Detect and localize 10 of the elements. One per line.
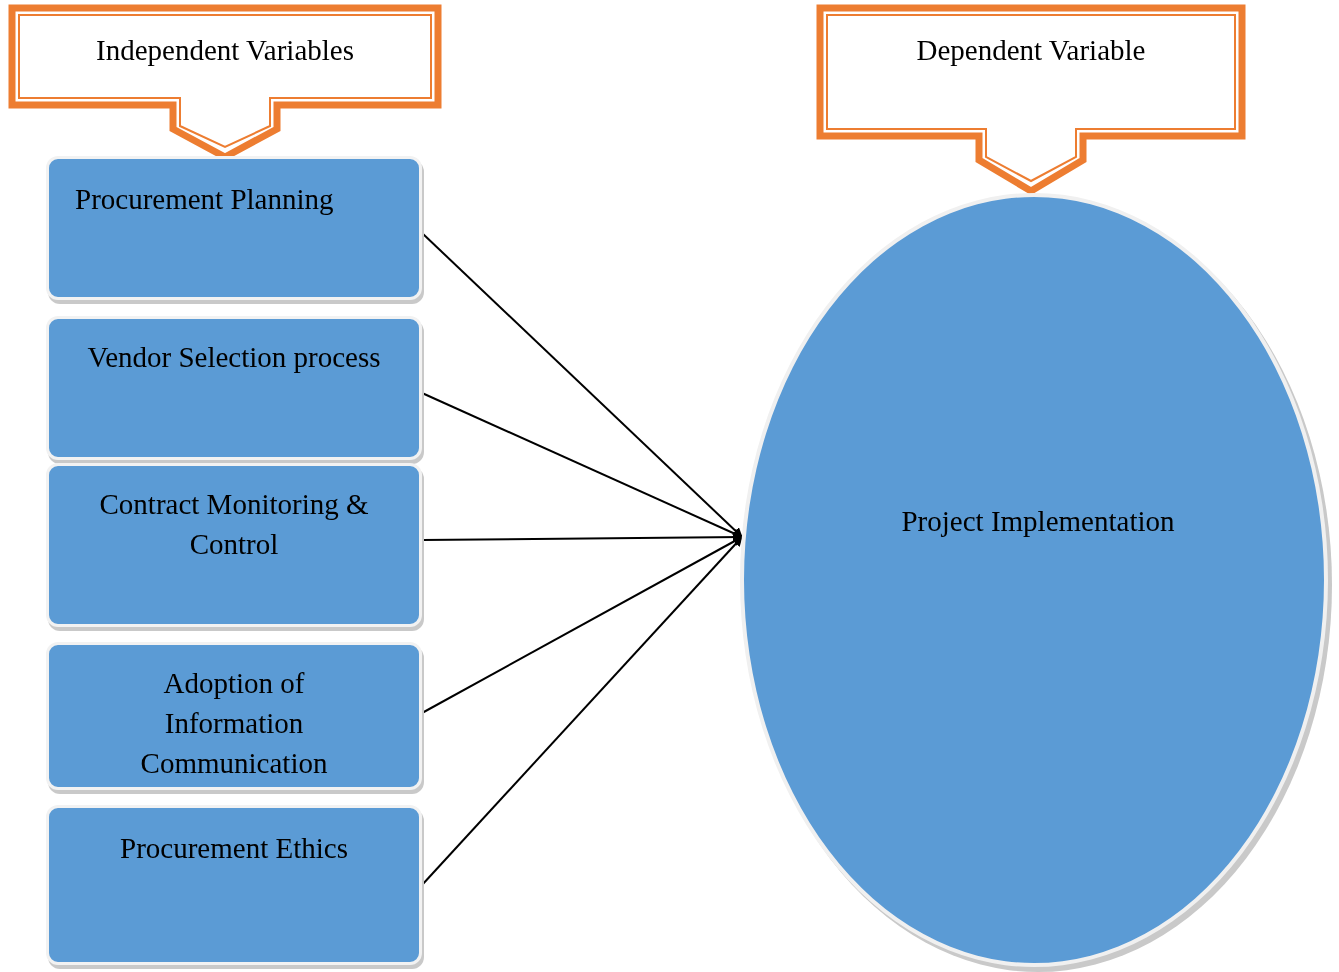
callout-label: Dependent Variable bbox=[915, 33, 1147, 68]
node-label: Procurement Planning bbox=[75, 182, 335, 217]
process-box bbox=[46, 316, 422, 460]
node-label: Adoption of Information Communication bbox=[139, 666, 329, 781]
callout-label: Independent Variables bbox=[95, 33, 355, 68]
callout-shape bbox=[816, 4, 1246, 194]
node-label: Contract Monitoring & Control bbox=[98, 487, 370, 562]
node-label: Project Implementation bbox=[900, 504, 1176, 539]
node-label: Procurement Ethics bbox=[119, 831, 349, 866]
node-label: Vendor Selection process bbox=[86, 340, 382, 375]
